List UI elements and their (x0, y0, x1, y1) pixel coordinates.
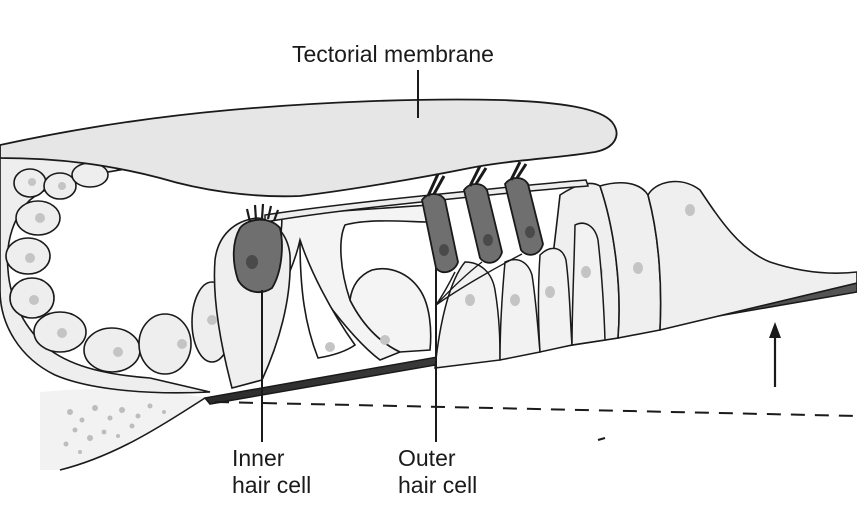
pillar-cells (260, 204, 432, 361)
inner-hair-cell (232, 203, 283, 294)
inner-hair-cell-label: Inner hair cell (232, 445, 311, 499)
tectorial-membrane (0, 98, 618, 198)
outer-hair-cells (421, 161, 544, 306)
tectorial-membrane-label: Tectorial membrane (292, 41, 494, 67)
deiters-cells (434, 222, 606, 369)
outer-hair-cell-label-line2: hair cell (398, 472, 478, 498)
outer-hair-cell-label-line1: Outer (398, 445, 456, 471)
spiral-lamina (40, 388, 206, 471)
resting-position-dashed-line (214, 401, 857, 417)
inner-sulcus-cells (0, 149, 233, 394)
inner-hair-cell-label-line1: Inner (232, 445, 285, 471)
outer-hair-cell-label: Outer hair cell (398, 445, 477, 499)
stray-mark (597, 437, 606, 441)
label-leader-lines (261, 70, 437, 442)
outer-hair-cell-stereocilia-icon (426, 161, 528, 197)
inner-hair-cell-stereocilia-icon (245, 203, 280, 223)
inner-hair-cell-label-line2: hair cell (232, 472, 312, 498)
upward-arrow-icon (769, 322, 781, 387)
